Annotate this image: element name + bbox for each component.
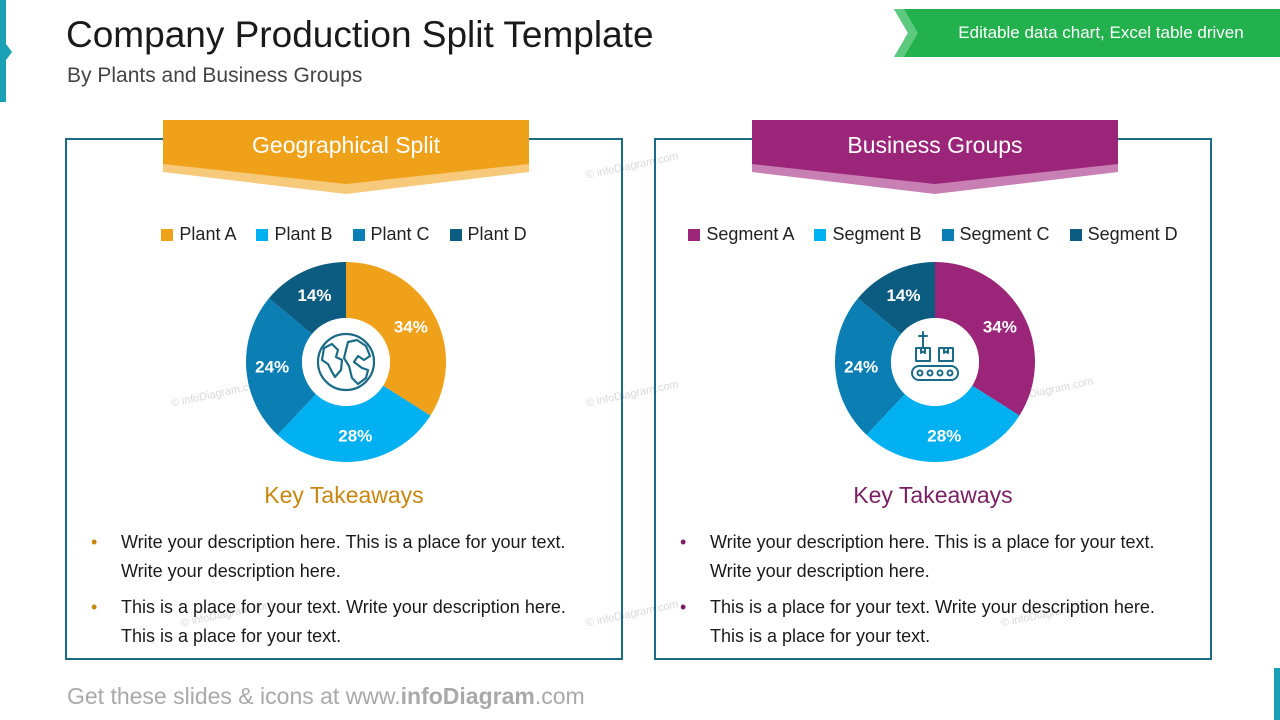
page-title: Company Production Split Template — [66, 14, 654, 55]
donut-slice-1 — [346, 262, 446, 416]
slice-label-3: 24% — [255, 358, 289, 377]
bullet-icon: • — [680, 597, 687, 617]
donut-slice-3 — [835, 298, 905, 435]
bullet-text: This is a place for your text. Write you… — [121, 597, 566, 646]
legend-label: Plant C — [370, 224, 430, 244]
accent-notch — [6, 44, 12, 60]
list-item: • Write your description here. This is a … — [89, 528, 589, 585]
bullet-text: Write your description here. This is a p… — [121, 532, 566, 581]
slice-label-3: 24% — [844, 358, 878, 377]
legend-label: Segment B — [832, 224, 922, 244]
banner-shape — [752, 120, 1118, 194]
donut-slice-4 — [268, 262, 346, 334]
legend-swatch — [688, 228, 701, 241]
banner-shape — [163, 120, 529, 194]
legend-item: Segment C — [941, 224, 1050, 245]
geographical-split-banner: Geographical Split — [163, 120, 529, 206]
geographical-donut-chart: 34% 28% 24% 14% — [246, 262, 446, 462]
legend-item: Plant C — [352, 224, 430, 245]
footer-prefix: Get these slides & icons at www. — [67, 683, 401, 709]
business-groups-banner: Business Groups — [752, 120, 1118, 206]
geographical-split-panel: Geographical Split Plant A Plant B Plant… — [65, 120, 623, 660]
slice-label-1: 34% — [394, 317, 428, 336]
legend-item: Segment D — [1069, 224, 1178, 245]
legend-item: Plant B — [256, 224, 333, 245]
donut-slice-2 — [866, 385, 1020, 462]
slice-label-1: 34% — [983, 317, 1017, 336]
corner-accent-bar — [1274, 668, 1280, 720]
legend-swatch — [814, 228, 827, 241]
slice-label-4: 14% — [297, 286, 331, 305]
bullet-icon: • — [91, 532, 98, 552]
badge-shape — [894, 9, 1280, 57]
conveyor-belt-icon — [911, 331, 959, 381]
list-item: • This is a place for your text. Write yo… — [678, 593, 1178, 650]
donut-hole — [891, 318, 979, 406]
donut-slice-4 — [857, 262, 935, 334]
legend-swatch — [941, 228, 954, 241]
banner-title: Geographical Split — [252, 132, 440, 158]
bullet-icon: • — [680, 532, 687, 552]
legend-item: Segment B — [814, 224, 922, 245]
legend-swatch — [161, 228, 174, 241]
editable-badge: Editable data chart, Excel table driven — [894, 9, 1280, 57]
bullet-text: This is a place for your text. Write you… — [710, 597, 1155, 646]
bullet-icon: • — [91, 597, 98, 617]
chart-legend: Segment A Segment B Segment C Segment D — [656, 224, 1210, 245]
accent-bar — [0, 0, 6, 102]
list-item: • This is a place for your text. Write yo… — [89, 593, 589, 650]
legend-item: Plant D — [449, 224, 527, 245]
key-takeaways-title: Key Takeaways — [264, 482, 424, 508]
badge-label: Editable data chart, Excel table driven — [958, 23, 1244, 42]
footer-brand: infoDiagram — [400, 683, 535, 709]
legend-label: Plant A — [179, 224, 237, 244]
globe-icon — [316, 332, 376, 392]
legend-label: Plant D — [467, 224, 527, 244]
legend-label: Segment A — [706, 224, 795, 244]
business-groups-donut-chart: 34% 28% 24% 14% — [835, 262, 1035, 462]
business-groups-panel: Business Groups Segment A Segment B Segm… — [654, 120, 1212, 660]
list-item: • Write your description here. This is a … — [678, 528, 1178, 585]
slice-label-2: 28% — [338, 426, 372, 445]
legend-label: Plant B — [274, 224, 333, 244]
slice-label-4: 14% — [886, 286, 920, 305]
legend-swatch — [1069, 228, 1082, 241]
legend-swatch — [256, 228, 269, 241]
slice-label-2: 28% — [927, 426, 961, 445]
legend-item: Plant A — [161, 224, 236, 245]
footer-suffix: .com — [534, 683, 585, 709]
donut-slice-2 — [277, 385, 431, 462]
banner-title: Business Groups — [847, 132, 1023, 158]
donut-slice-3 — [246, 298, 316, 435]
legend-swatch — [352, 228, 365, 241]
takeaways-list: • Write your description here. This is a … — [678, 528, 1178, 658]
legend-label: Segment D — [1087, 224, 1178, 244]
donut-slice-1 — [935, 262, 1035, 416]
key-takeaways-title: Key Takeaways — [853, 482, 1013, 508]
footer-link-text: Get these slides & icons at www.infoDiag… — [67, 683, 585, 710]
page-subtitle: By Plants and Business Groups — [67, 64, 363, 87]
legend-label: Segment C — [959, 224, 1050, 244]
chart-legend: Plant A Plant B Plant C Plant D — [67, 224, 621, 245]
legend-item: Segment A — [688, 224, 794, 245]
bullet-text: Write your description here. This is a p… — [710, 532, 1155, 581]
takeaways-list: • Write your description here. This is a … — [89, 528, 589, 658]
legend-swatch — [449, 228, 462, 241]
